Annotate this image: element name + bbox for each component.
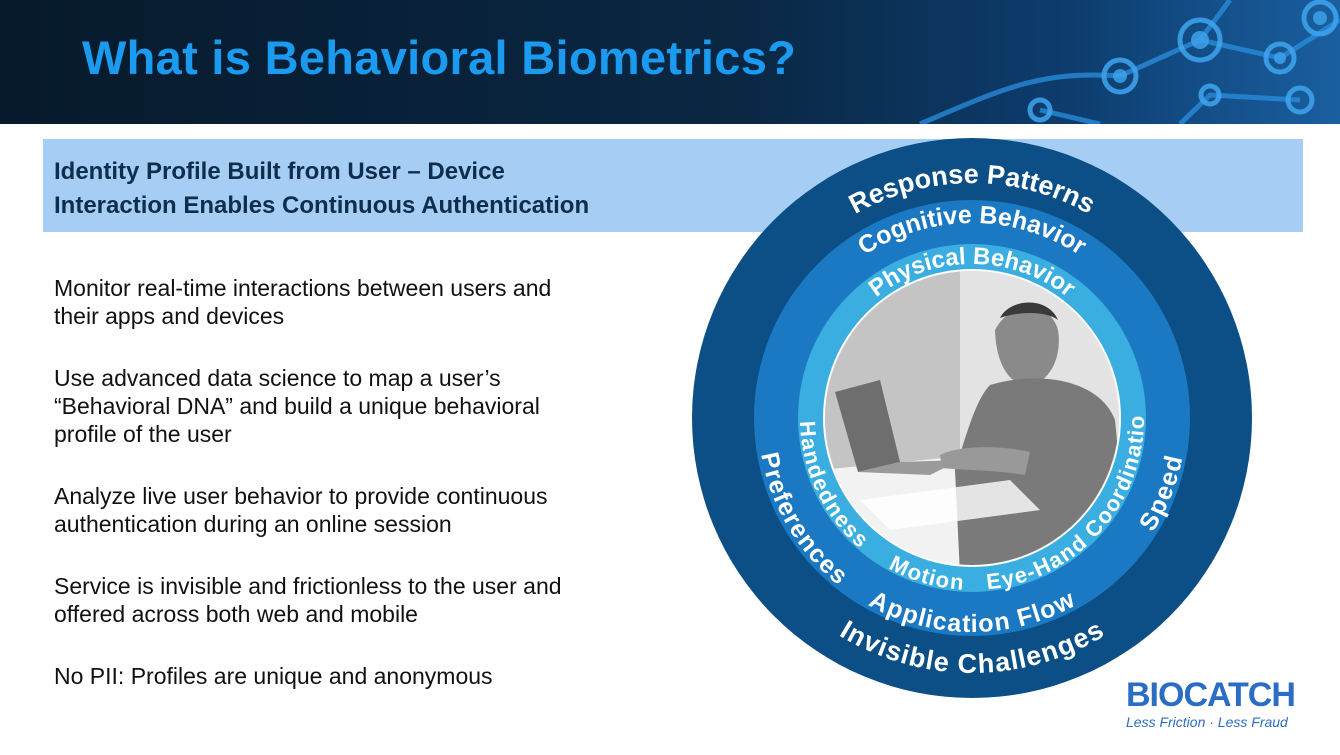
- bullet-item: Monitor real-time interactions between u…: [54, 274, 654, 330]
- bullet-line: Monitor real-time interactions between u…: [54, 275, 552, 301]
- slide-title: What is Behavioral Biometrics?: [82, 31, 797, 84]
- banner-line-1: Identity Profile Built from User – Devic…: [54, 158, 505, 185]
- bullet-line: No PII: Profiles are unique and anonymou…: [54, 663, 493, 689]
- logo-tagline: Less Friction · Less Fraud: [1126, 714, 1288, 730]
- bullet-line: their apps and devices: [54, 303, 285, 329]
- banner-text: Identity Profile Built from User – Devic…: [54, 155, 714, 223]
- bullet-line: offered across both web and mobile: [54, 601, 418, 627]
- slide-header: What is Behavioral Biometrics?: [0, 0, 1340, 124]
- bullet-line: “Behavioral DNA” and build a unique beha…: [54, 393, 540, 419]
- bullet-line: profile of the user: [54, 421, 232, 447]
- bullet-line: Analyze live user behavior to provide co…: [54, 483, 548, 509]
- bullet-line: Service is invisible and frictionless to…: [54, 573, 562, 599]
- banner-line-2: Interaction Enables Continuous Authentic…: [54, 192, 590, 219]
- network-graphic: [919, 0, 1340, 124]
- biocatch-logo: BIOCATCH Less Friction · Less Fraud: [1122, 676, 1318, 738]
- bullet-item: Service is invisible and frictionless to…: [54, 572, 654, 628]
- bullet-item: Use advanced data science to map a user’…: [54, 364, 654, 448]
- bullet-line: Use advanced data science to map a user’…: [54, 365, 501, 391]
- bullet-item: No PII: Profiles are unique and anonymou…: [54, 662, 654, 690]
- logo-wordmark: BIOCATCH: [1126, 676, 1296, 714]
- bullet-item: Analyze live user behavior to provide co…: [54, 482, 654, 538]
- bullet-line: authentication during an online session: [54, 511, 452, 537]
